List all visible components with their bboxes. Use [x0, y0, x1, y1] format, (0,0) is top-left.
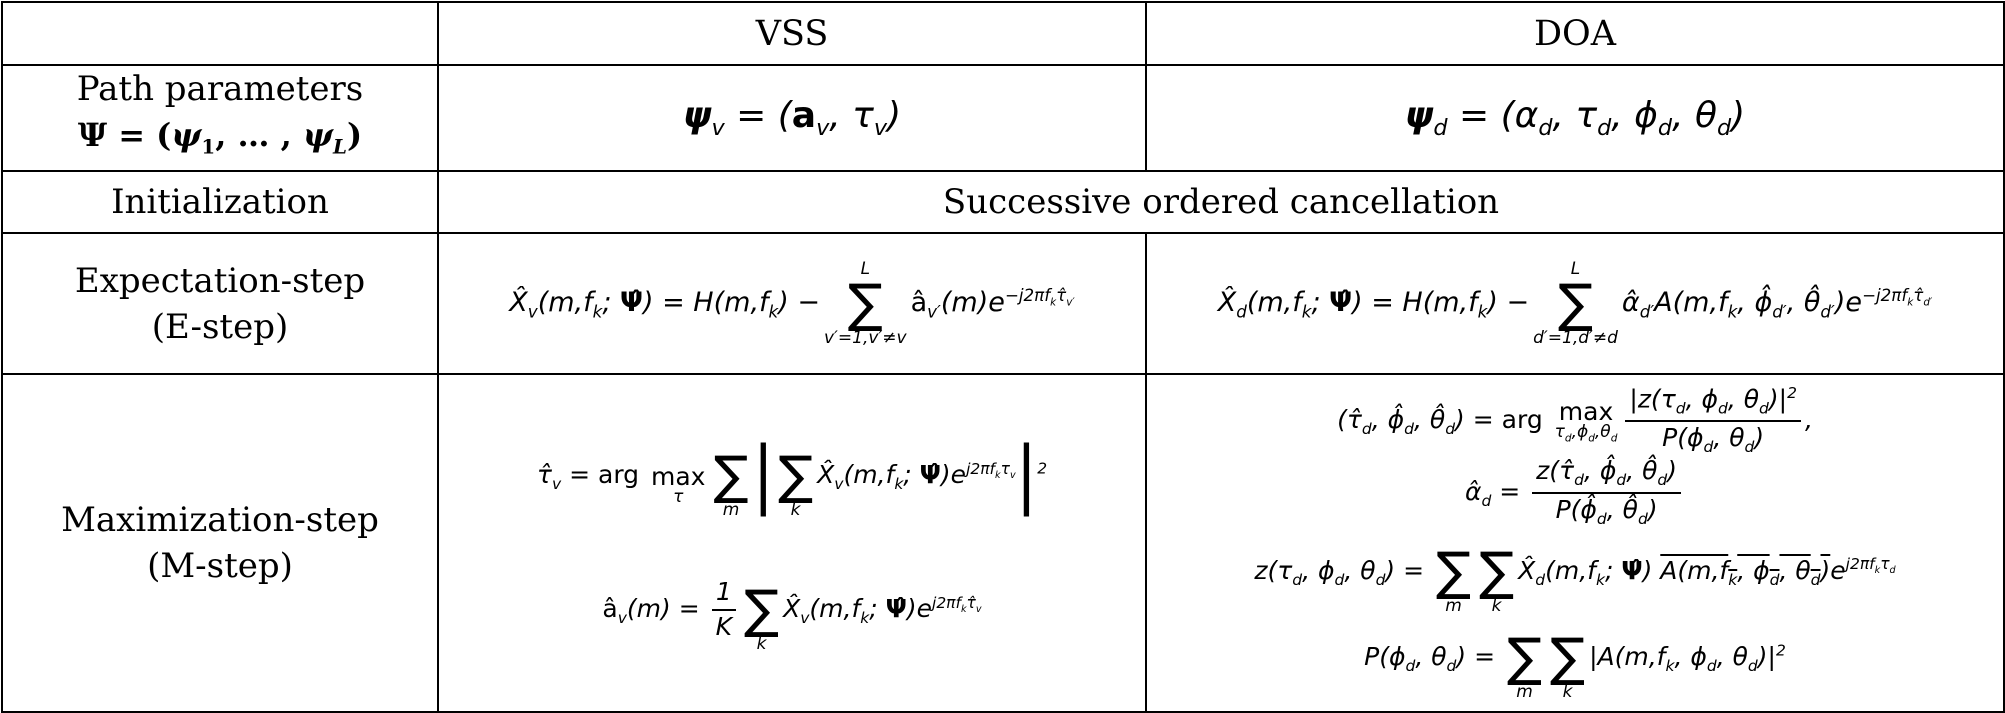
initialization-value: Successive ordered cancellation	[437, 170, 2005, 234]
path-parameters-row: Path parameters Ψ = (ψ1, … , ψL) ψv = (a…	[1, 64, 2005, 172]
header-vss: VSS	[437, 1, 1147, 66]
expectation-step-title: Expectation-step	[74, 260, 366, 301]
maximization-step-abbr: (M-step)	[147, 546, 293, 586]
path-doa-formula: ψd = (αd, τd, ϕd, θd)	[1404, 94, 1746, 142]
mstep-doa-alpha-formula: α̂d = z(τ̂d, ϕ̂d, θ̂d)P(ϕ̂d, θ̂d)	[1147, 456, 2003, 529]
maximization-step-title: Maximization-step	[61, 500, 379, 540]
expectation-step-abbr: (E-step)	[151, 306, 289, 347]
initialization-label: Initialization	[1, 170, 439, 234]
expectation-step-row: Expectation-step (E-step) X̂v(m,fk; Ψ̂) …	[1, 232, 2005, 375]
path-doa-cell: ψd = (αd, τd, ϕd, θd)	[1145, 64, 2005, 172]
header-doa: DOA	[1145, 1, 2005, 66]
path-parameters-set: Ψ = (ψ1, … , ψL)	[77, 116, 363, 159]
expectation-step-label: Expectation-step (E-step)	[1, 232, 439, 375]
maximization-step-label: Maximization-step (M-step)	[1, 373, 439, 713]
path-parameters-label: Path parameters Ψ = (ψ1, … , ψL)	[1, 64, 439, 172]
path-vss-formula: ψv = (av, τv)	[682, 94, 902, 142]
header-row: VSS DOA	[1, 1, 2005, 66]
path-parameters-title: Path parameters	[76, 69, 364, 110]
path-vss-cell: ψv = (av, τv)	[437, 64, 1147, 172]
initialization-row: Initialization Successive ordered cancel…	[1, 170, 2005, 234]
corner-cell	[1, 1, 439, 66]
mstep-doa-p-formula: P(ϕd, θd) = ∑m ∑k|A(m,fk, ϕd, θd)|2	[1364, 627, 1786, 702]
maximization-step-row: Maximization-step (M-step) τ̂v = arg max…	[1, 373, 2005, 713]
